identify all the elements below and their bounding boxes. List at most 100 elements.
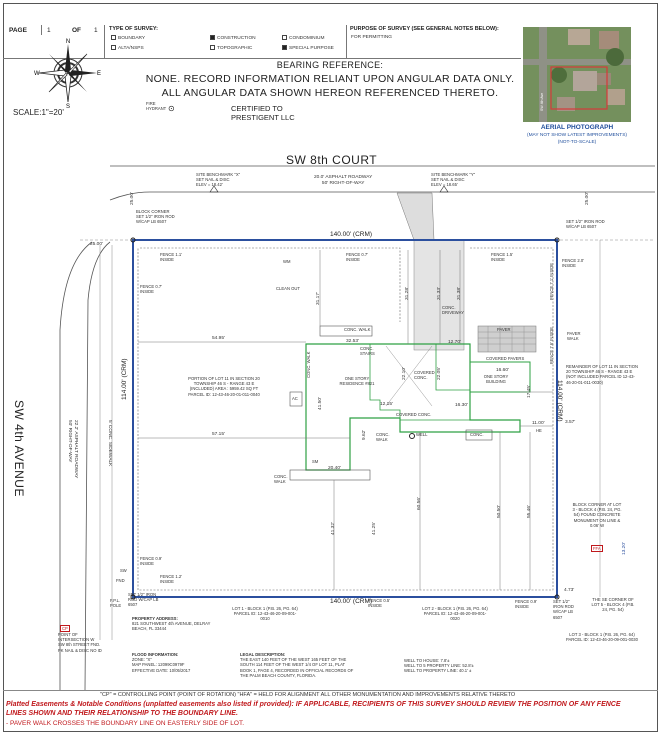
- bearing-line-2: ALL ANGULAR DATA SHOWN HEREON REFERENCED…: [161, 87, 499, 99]
- fpl-pole: F.P.L. POLE: [110, 598, 122, 609]
- conc-walk-north: [319, 325, 373, 337]
- set-rod-se: SET 1/2" IRON ROD W/CAP LB 6507: [553, 599, 574, 620]
- dim-3117: 31.17': [316, 292, 321, 305]
- dim-473: 4.73': [564, 588, 575, 593]
- fence-05: FENCE 0.5' INSIDE: [368, 598, 390, 609]
- monument: [554, 237, 560, 243]
- checkbox[interactable]: [282, 45, 287, 50]
- survey-type-title: TYPE OF SURVEY:: [109, 26, 159, 32]
- svg-text:SW 4th Ave: SW 4th Ave: [540, 93, 544, 111]
- fence-71: FENCE 7.1' INSIDE: [549, 262, 554, 300]
- type-boundary[interactable]: BOUNDARY: [111, 35, 145, 42]
- page-total: 1: [94, 27, 98, 34]
- benchmark-icon: [209, 185, 219, 193]
- notable-conditions: Platted Easements & Notable Conditions (…: [6, 701, 621, 717]
- conc-walk-v: CONC. WALK: [306, 351, 311, 378]
- fence-line: [140, 247, 401, 322]
- divider: [41, 25, 42, 35]
- dim-25-north: 25.00': [130, 192, 135, 205]
- dim-25-right: 25.00': [585, 192, 590, 205]
- paver-hatch: [478, 326, 536, 352]
- dim-3138: 31.38': [457, 287, 462, 300]
- monument: [130, 594, 136, 600]
- road-edge: [84, 241, 111, 691]
- fence-07a: FENCE 0.7' INSIDE: [140, 284, 162, 295]
- fence-07b: FENCE 0.7' INSIDE: [346, 252, 368, 263]
- dim-west: 114.00' (CRM): [121, 358, 128, 400]
- covered-x: [385, 345, 433, 407]
- hfa-tag: FFA: [591, 545, 603, 553]
- aerial-note: (MAY NOT SHOW LATEST IMPROVEMENTS): [526, 133, 628, 138]
- covered-conc-label: COVERED CONC.: [414, 370, 435, 381]
- conc-pad: [465, 429, 493, 441]
- set-rod-sw: SET 1/2" IRON ROD W/CAP LB 6507: [128, 592, 159, 608]
- driveway-label: CONC. DRIVEWAY: [442, 305, 464, 316]
- divider: [3, 58, 521, 59]
- checkbox[interactable]: [282, 35, 287, 40]
- svg-text:W: W: [34, 71, 40, 77]
- aerial-image: SW 4th Ave: [523, 27, 631, 122]
- he-label: HE: [536, 428, 542, 433]
- purpose-value: FOR PERMITTING: [351, 35, 393, 40]
- property-address: PROPERTY ADDRESS:821 SOUTHWEST 4th AVENU…: [132, 616, 211, 632]
- svg-text:N: N: [66, 39, 70, 45]
- type-topographic[interactable]: TOPOGRAPHIC: [210, 45, 252, 52]
- scale-label: SCALE:1"=20': [13, 108, 64, 117]
- lot1-label: LOT 1 - BLOCK 1 (P.B. 26, PG. 64) PARCEL…: [232, 606, 298, 622]
- svg-text:S: S: [66, 104, 70, 108]
- paver-note: - PAVER WALK CROSSES THE BOUNDARY LINE O…: [6, 720, 245, 727]
- sidewalk-label: 5' CONC. SIDEWALK: [107, 420, 112, 467]
- dim-1100: 11.00': [532, 421, 545, 426]
- dim-top: 140.00' (CRM): [330, 231, 373, 238]
- checkbox[interactable]: [210, 45, 215, 50]
- page-label: PAGE: [9, 27, 27, 34]
- cp-tag: CP: [60, 625, 70, 633]
- dim-2210: 22.10': [402, 367, 407, 380]
- sm-label: SM: [312, 459, 319, 464]
- dim-3133: 31.33': [437, 287, 442, 300]
- portion-label: PORTION OF LOT 11 IN SECTION 20 TOWNSHIP…: [188, 376, 260, 397]
- flood-info: FLOOD INFORMATION:ZONE: "X"MAP PANEL: 12…: [132, 652, 191, 673]
- divider: [346, 25, 347, 58]
- legal-description: LEGAL DESCRIPTION:THE EAST 140 FEET OF T…: [240, 652, 354, 678]
- benchmark-icon: [439, 185, 449, 193]
- aerial-title: AERIAL PHOTOGRAPH: [540, 124, 614, 131]
- type-alta[interactable]: ALTA/NSPS: [111, 45, 144, 52]
- dim-3253: 32.53': [346, 339, 359, 344]
- fence-11: FENCE 1.1' INSIDE: [160, 252, 182, 263]
- type-condominium[interactable]: CONDOMINIUM: [282, 35, 324, 42]
- boundary-line: [132, 239, 558, 598]
- checkbox[interactable]: [210, 35, 215, 40]
- dim-5546: 55.46': [527, 505, 532, 518]
- type-special-purpose[interactable]: SPECIAL PURPOSE: [282, 45, 334, 52]
- dim-1630: 16.30': [455, 403, 468, 408]
- divider: [3, 690, 658, 691]
- checkbox[interactable]: [111, 35, 116, 40]
- point-intersection: POINT OF INTERSECTION W SW 8th STREET FN…: [58, 632, 102, 653]
- aerial-scale-note: (NOT-TO-SCALE): [557, 140, 597, 145]
- dim-bottom: 140.00' (CRM): [330, 598, 373, 605]
- purpose-title: PURPOSE OF SURVEY (SEE GENERAL NOTES BEL…: [350, 26, 499, 32]
- monument: [130, 237, 136, 243]
- dimension-lines: [138, 250, 553, 590]
- aerial-photo: SW 4th Ave: [523, 27, 631, 122]
- checkbox[interactable]: [111, 45, 116, 50]
- road-edge-west: [59, 241, 93, 690]
- type-construction[interactable]: CONSTRUCTION: [210, 35, 256, 42]
- fence-09b: FENCE 0.9' INSIDE: [515, 599, 537, 610]
- ac-pad: [289, 391, 303, 407]
- block-corner-se: BLOCK CORNER AT LOT 3 - BLOCK 4 (P.B. 24…: [572, 502, 622, 528]
- paver-walk-label: PAVER WALK: [567, 331, 581, 342]
- conc-walk-2: CONC. WALK: [376, 432, 390, 443]
- dim-5050: 50.50': [497, 505, 502, 518]
- block-corner-nw: BLOCK CORNER SET 1/2" IRON ROD W/CAP LB …: [136, 209, 175, 225]
- fence-15: FENCE 1.5' INSIDE: [491, 252, 513, 263]
- fence-20: FENCE 2.0' INSIDE: [562, 258, 584, 269]
- of-label: OF: [72, 27, 82, 34]
- monument: [554, 594, 560, 600]
- lot3-label: LOT 3 - BLOCK 1 (P.B. 26, PG. 64) PARCEL…: [566, 632, 638, 643]
- compass-icon: N S W E: [34, 39, 101, 110]
